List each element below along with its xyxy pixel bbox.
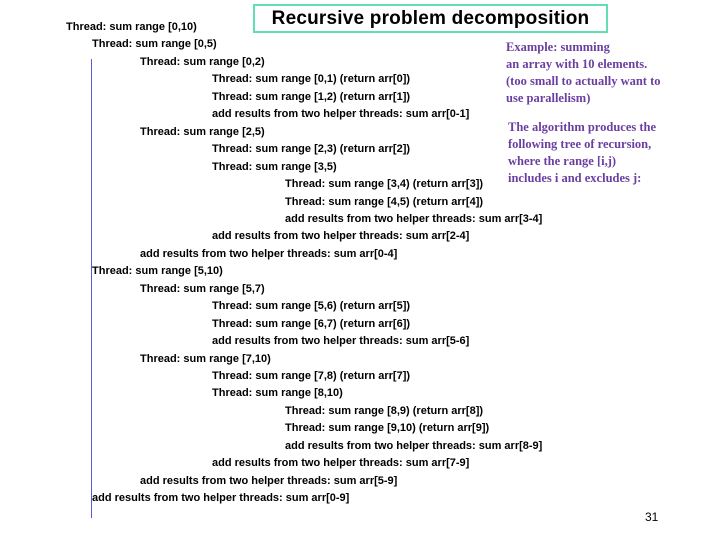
tree-line: add results from two helper threads: sum… — [212, 230, 470, 243]
annotation-line: where the range [i,j) — [508, 154, 617, 168]
annotation-line: Example: summing — [506, 40, 610, 54]
tree-line: Thread: sum range [4,5) (return arr[4]) — [285, 195, 484, 208]
tree-line: add results from two helper threads: sum… — [92, 492, 350, 505]
tree-line: Thread: sum range [9,10) (return arr[9]) — [285, 422, 490, 435]
annotation-line: following tree of recursion, — [508, 137, 652, 151]
tree-line: add results from two helper threads: sum… — [212, 457, 470, 470]
annotation-line: an array with 10 elements. — [506, 57, 648, 71]
tree-line: Thread: sum range [5,6) (return arr[5]) — [212, 300, 411, 313]
tree-line: add results from two helper threads: sum… — [212, 335, 470, 348]
tree-line: Thread: sum range [2,5) — [140, 125, 265, 138]
tree-line: add results from two helper threads: sum… — [285, 212, 543, 225]
tree-line: add results from two helper threads: sum… — [212, 108, 470, 121]
tree-line: Thread: sum range [5,7) — [140, 282, 265, 295]
tree-line: add results from two helper threads: sum… — [140, 247, 398, 260]
tree-line: Thread: sum range [8,9) (return arr[8]) — [285, 404, 484, 417]
page-title: Recursive problem decomposition — [271, 7, 590, 29]
tree-line: Thread: sum range [1,2) (return arr[1]) — [212, 90, 411, 103]
tree-line: Thread: sum range [5,10) — [92, 265, 223, 278]
annotation-example: Example: summing an array with 10 element… — [506, 39, 661, 107]
tree-line: add results from two helper threads: sum… — [140, 474, 398, 487]
annotation-line: The algorithm produces the — [508, 120, 657, 134]
tree-line: Thread: sum range [0,2) — [140, 55, 265, 68]
annotation-line: (too small to actually want to — [506, 74, 661, 88]
tree-line: Thread: sum range [7,10) — [140, 352, 271, 365]
tree-line: Thread: sum range [0,1) (return arr[0]) — [212, 73, 411, 86]
tree-line: Thread: sum range [6,7) (return arr[6]) — [212, 317, 411, 330]
tree-line: Thread: sum range [0,10) — [66, 21, 197, 33]
annotation-algorithm: The algorithm produces the following tree… — [508, 119, 656, 187]
tree-line: Thread: sum range [2,3) (return arr[2]) — [212, 143, 411, 156]
tree-line: add results from two helper threads: sum… — [285, 439, 543, 452]
tree-line: Thread: sum range [0,5) — [92, 38, 217, 51]
tree-line: Thread: sum range [8,10) — [212, 387, 343, 400]
annotation-line: includes i and excludes j: — [508, 171, 642, 185]
page-number: 31 — [645, 510, 659, 524]
tree-line: Thread: sum range [3,5) — [212, 160, 337, 173]
tree-line: Thread: sum range [3,4) (return arr[3]) — [285, 178, 484, 191]
tree-vertical-rule — [91, 59, 92, 518]
slide-title-box: Recursive problem decomposition — [253, 4, 608, 33]
tree-line: Thread: sum range [7,8) (return arr[7]) — [212, 370, 411, 382]
annotation-line: use parallelism) — [506, 91, 591, 105]
